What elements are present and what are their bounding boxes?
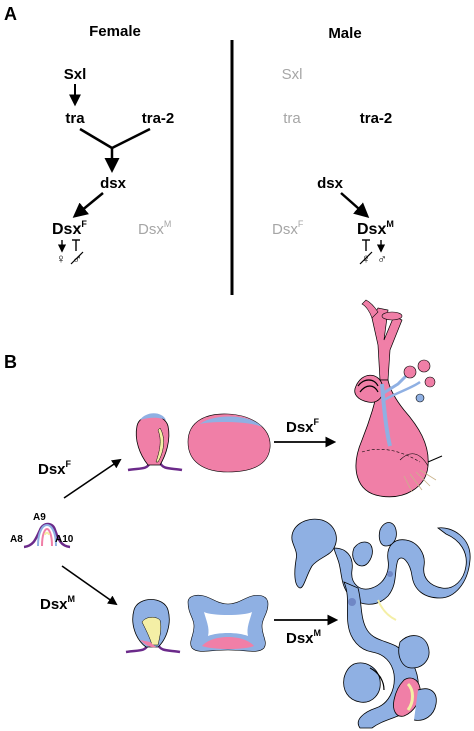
female-sxl: Sxl bbox=[64, 66, 87, 83]
male-disc-front-view bbox=[187, 594, 269, 652]
male-dsxf-dim: DsxF bbox=[272, 219, 304, 238]
male-tra-dim: tra bbox=[283, 110, 301, 127]
panel-a-label: A bbox=[4, 4, 17, 24]
male-disc-side-view bbox=[125, 599, 181, 654]
origin-a10: A10 bbox=[55, 534, 74, 545]
female-tra: tra bbox=[65, 110, 85, 127]
female-dsxf: DsxF bbox=[52, 219, 87, 238]
female-disc-front-view bbox=[187, 413, 271, 473]
origin-disc bbox=[23, 522, 71, 549]
female-branch-arrow bbox=[63, 458, 122, 499]
origin-a8: A8 bbox=[10, 534, 23, 545]
female-symbol-icon: ♀ bbox=[56, 251, 66, 266]
male-sxl-dim: Sxl bbox=[282, 66, 303, 83]
male-dsxm-superscript: M bbox=[386, 219, 394, 229]
female-branch-label: DsxF bbox=[38, 459, 72, 478]
female-disc-side-view bbox=[127, 413, 183, 472]
male-dsx-arrow bbox=[340, 192, 370, 218]
female-tra2-connector bbox=[111, 127, 151, 150]
male-heading: Male bbox=[328, 25, 361, 42]
female-crossed-symbol-icon: ♀ bbox=[359, 251, 373, 266]
female-dsxf-superscript: F bbox=[81, 219, 87, 229]
female-dsxm-dim: DsxM bbox=[138, 219, 171, 238]
female-tra-connector bbox=[79, 127, 113, 150]
male-branch-label: DsxM bbox=[40, 594, 75, 613]
male-adult-genitalia-illustration bbox=[291, 518, 471, 729]
female-dsx-arrow bbox=[72, 192, 104, 218]
female-tra2: tra-2 bbox=[142, 110, 175, 127]
female-dsx: dsx bbox=[100, 175, 127, 192]
male-dsx: dsx bbox=[317, 175, 344, 192]
female-adult-genitalia-illustration bbox=[354, 299, 443, 498]
male-symbol-icon: ♂ bbox=[377, 251, 387, 266]
origin-a9: A9 bbox=[33, 512, 46, 523]
male-development-label: DsxM bbox=[286, 628, 321, 647]
male-dsxm: DsxM bbox=[357, 219, 394, 238]
male-tra2: tra-2 bbox=[360, 110, 393, 127]
male-branch-arrow bbox=[61, 565, 118, 606]
panel-b-label: B bbox=[4, 352, 17, 372]
female-heading: Female bbox=[89, 23, 141, 40]
female-development-label: DsxF bbox=[286, 417, 320, 436]
male-crossed-symbol-icon: ♂ bbox=[70, 251, 84, 266]
